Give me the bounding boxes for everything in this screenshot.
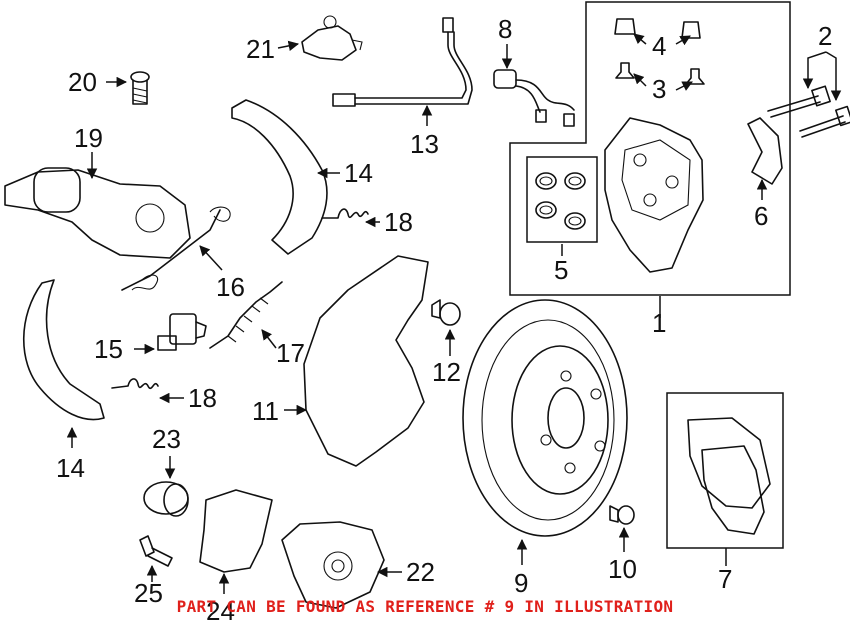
callout-17: 17 [276, 338, 305, 368]
callout-12: 12 [432, 357, 461, 387]
hub-carrier-part-22 [281, 521, 385, 609]
actuator-part-19 [4, 167, 191, 259]
screw-part-12 [431, 299, 461, 326]
callout-5: 5 [554, 255, 568, 285]
callout-8: 8 [498, 14, 512, 44]
callout-18a: 18 [384, 207, 413, 237]
callout-labels: 1 2 3 4 5 6 7 8 9 10 11 12 13 14 14 15 1… [56, 14, 832, 625]
callout-9: 9 [514, 568, 528, 598]
callout-16: 16 [216, 272, 245, 302]
spring-coils-part-17 [227, 297, 269, 343]
bolt-part-20 [130, 71, 150, 105]
reference-note: PART CAN BE FOUND AS REFERENCE # 9 IN IL… [176, 597, 674, 616]
callout-4: 4 [652, 31, 666, 61]
spring-lower-part-18 [111, 378, 159, 390]
spring-part-16 [121, 206, 231, 291]
brake-hose-part-13 [332, 17, 473, 107]
callout-6: 6 [754, 201, 768, 231]
sensor-part-21 [301, 15, 363, 61]
brake-shoe-lower-part-14 [23, 279, 105, 421]
bolt-part-25 [139, 535, 173, 567]
callout-2: 2 [818, 21, 832, 51]
callout-22: 22 [406, 557, 435, 587]
brake-pads-part-7 [687, 417, 771, 535]
seal-kit-box [526, 156, 598, 243]
callout-3: 3 [652, 74, 666, 104]
callout-1: 1 [652, 308, 666, 338]
screw-part-10 [609, 505, 635, 525]
seals-part-5 [535, 172, 586, 230]
backing-plate-part-11 [303, 255, 429, 467]
callout-14a: 14 [344, 158, 373, 188]
callout-14b: 14 [56, 453, 85, 483]
callout-18b: 18 [188, 383, 217, 413]
callout-20: 20 [68, 67, 97, 97]
callout-13: 13 [410, 129, 439, 159]
spring-part-17 [209, 281, 283, 349]
bearing-part-23 [143, 481, 189, 517]
callout-11: 11 [252, 396, 279, 426]
callout-25: 25 [134, 578, 163, 608]
callout-23: 23 [152, 424, 181, 454]
leader-lines [66, 33, 842, 594]
caliper-group-box [509, 1, 791, 296]
adjuster-part-15 [157, 313, 207, 351]
gasket-part-24 [199, 489, 273, 573]
callout-10: 10 [608, 554, 637, 584]
spring-upper-part-18 [321, 208, 369, 219]
callout-21: 21 [246, 34, 275, 64]
caliper-part-1 [604, 117, 704, 273]
callout-19: 19 [74, 123, 103, 153]
brake-pad-box [666, 392, 784, 549]
bolts-part-2 [767, 85, 850, 138]
rotor-part-9 [462, 299, 628, 537]
brake-shoe-upper-part-14 [231, 99, 328, 255]
shim-plate-part-6 [747, 117, 783, 185]
callout-15: 15 [94, 334, 123, 364]
callout-7: 7 [718, 564, 732, 594]
callout-24: 24 [206, 596, 235, 625]
wear-sensor-part-8 [493, 69, 575, 127]
